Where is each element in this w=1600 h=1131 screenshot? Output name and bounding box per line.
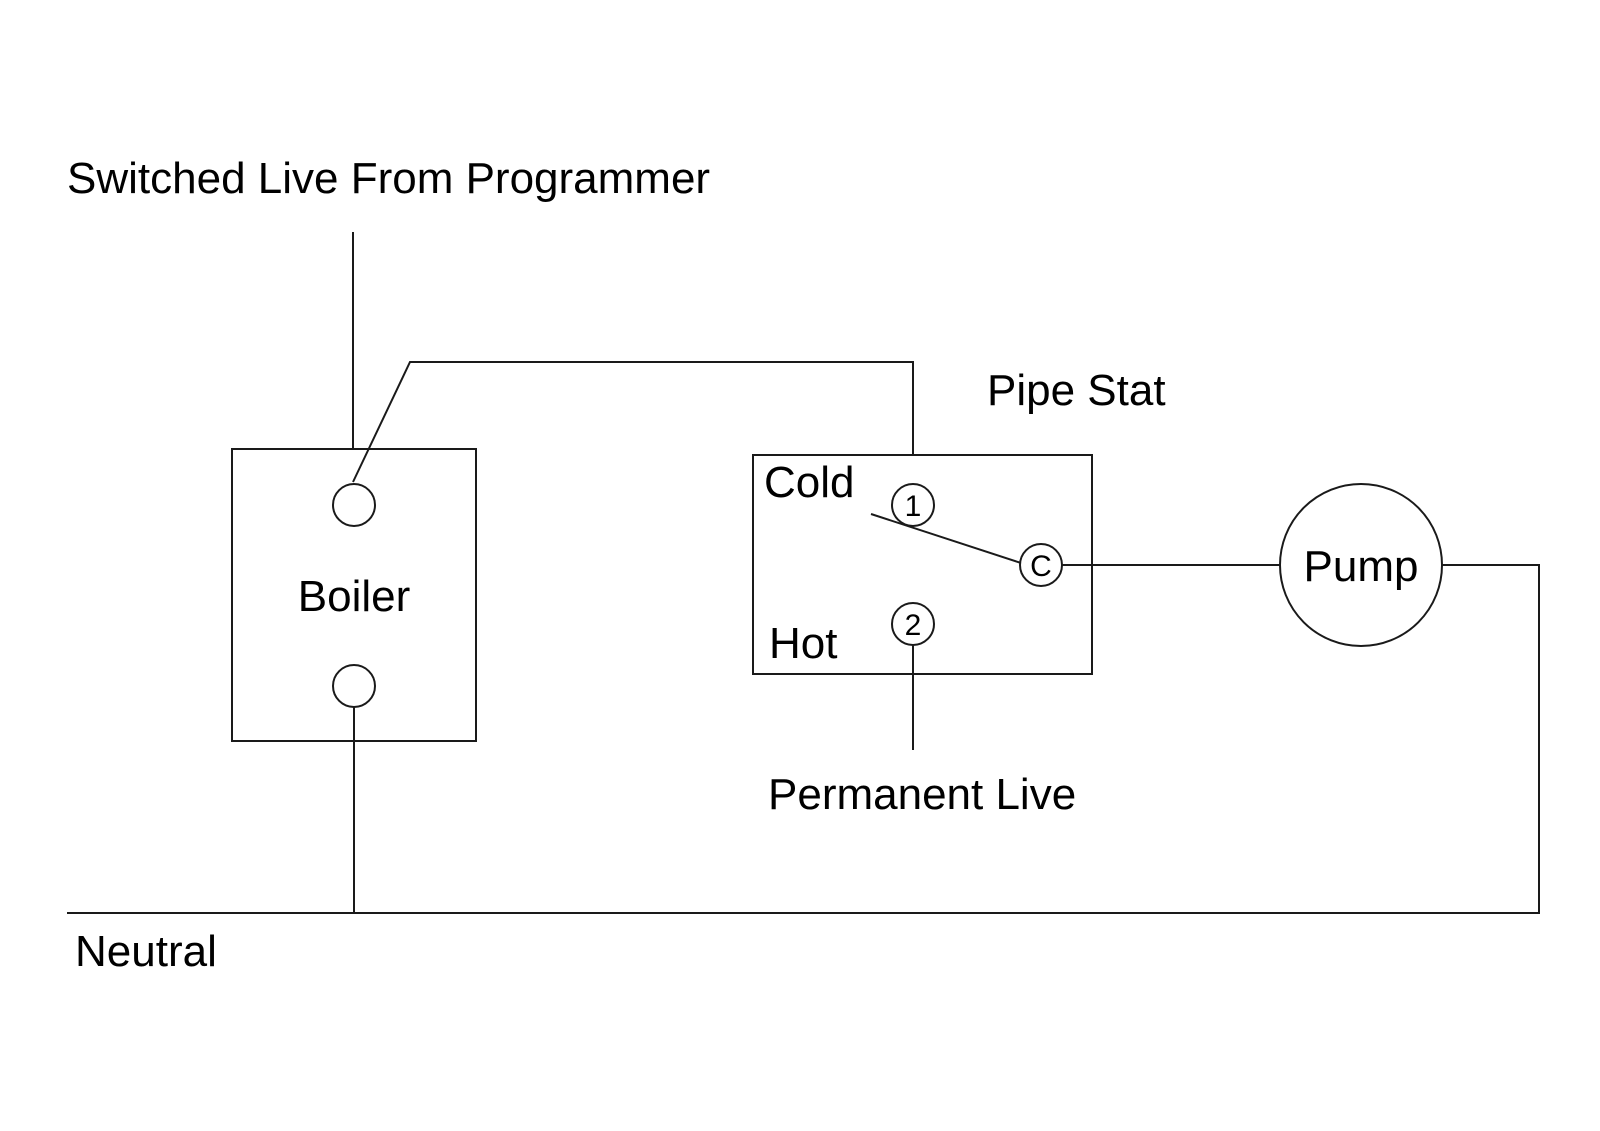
terminal-1 <box>891 483 935 527</box>
boiler-to-stat-wire <box>352 361 914 484</box>
terminal-2-label: 2 <box>905 609 922 642</box>
cold-label: Cold <box>764 458 855 507</box>
pump-label: Pump <box>1304 542 1419 591</box>
permanent-live-label: Permanent Live <box>768 770 1076 819</box>
neutral-label: Neutral <box>75 927 217 976</box>
boiler-bottom-terminal <box>332 664 376 708</box>
hot-label: Hot <box>769 619 837 668</box>
pump-circle <box>1279 483 1443 647</box>
terminal-1-label: 1 <box>905 490 922 523</box>
neutral-rail <box>67 564 1540 914</box>
boiler-label: Boiler <box>298 572 411 621</box>
terminal-common-label: C <box>1030 550 1052 583</box>
switched-live-label: Switched Live From Programmer <box>67 154 710 203</box>
boiler-top-terminal <box>332 483 376 527</box>
pipe-stat-label: Pipe Stat <box>987 366 1166 415</box>
switch-arm <box>870 513 1022 564</box>
